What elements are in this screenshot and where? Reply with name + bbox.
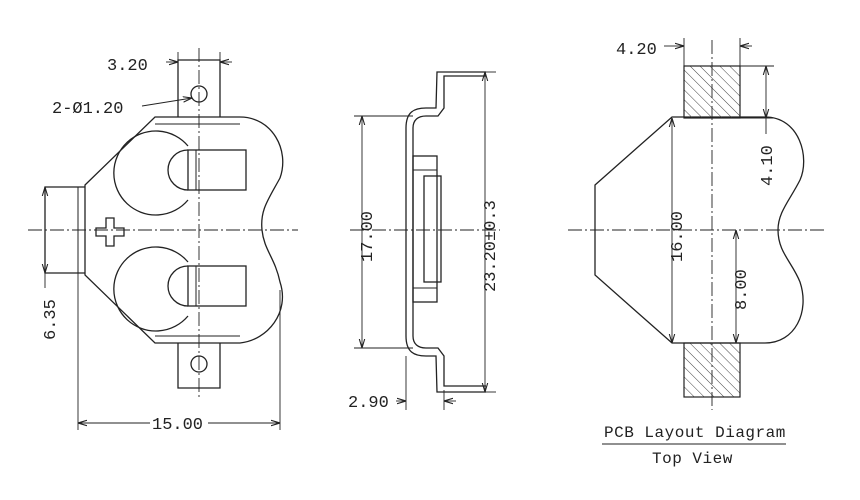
upper-contact [113, 130, 247, 216]
dim-pad-spacing-label: 16.00 [669, 211, 688, 262]
front-view: 3.20 2-Ø1.20 6.35 15.00 [28, 48, 298, 435]
dim-pad-width-label: 4.20 [616, 41, 657, 60]
dimension-overall-width: 15.00 [77, 273, 281, 435]
dim-overall-height-label: 23.20±0.3 [482, 200, 501, 292]
dim-hole-label: 2-Ø1.20 [52, 100, 123, 119]
dimension-pad-spacing: 16.00 [669, 118, 688, 343]
dimension-tab-width: 3.20 [107, 52, 232, 76]
side-view: 17.00 23.20±0.3 2.90 [348, 71, 501, 413]
dimension-pad-width: 4.20 [616, 38, 752, 66]
dimension-overall-height: 23.20±0.3 [482, 71, 501, 393]
dimension-thickness: 2.90 [348, 356, 456, 413]
dim-half-spacing-label: 8.00 [733, 269, 752, 310]
side-bracket-outline [405, 71, 486, 393]
dim-side-tab-label: 6.35 [42, 299, 61, 340]
caption-subtitle: Top View [652, 450, 733, 468]
dim-thickness-label: 2.90 [348, 394, 389, 413]
dim-overall-width-label: 15.00 [152, 416, 203, 435]
caption-title: PCB Layout Diagram [604, 424, 786, 442]
pcb-view: 4.20 4.10 16.00 8.00 PCB Layout Diagram … [568, 38, 826, 468]
holder-body-outline [84, 116, 284, 344]
side-contacts [412, 155, 442, 303]
dimension-side-tab: 6.35 [42, 187, 61, 340]
dim-pad-length-label: 4.10 [759, 145, 778, 186]
dim-tab-width-label: 3.20 [107, 57, 148, 76]
pcb-caption: PCB Layout Diagram Top View [602, 424, 786, 468]
dimension-body-height: 17.00 [354, 115, 413, 349]
dimension-pad-length: 4.10 [740, 65, 778, 186]
dimension-hole: 2-Ø1.20 [52, 98, 192, 119]
plus-polarity-mark [95, 217, 125, 247]
lower-contact [113, 246, 247, 332]
dim-body-label: 17.00 [359, 211, 378, 262]
dimension-half-spacing: 8.00 [733, 230, 752, 343]
center-lines [28, 48, 298, 398]
